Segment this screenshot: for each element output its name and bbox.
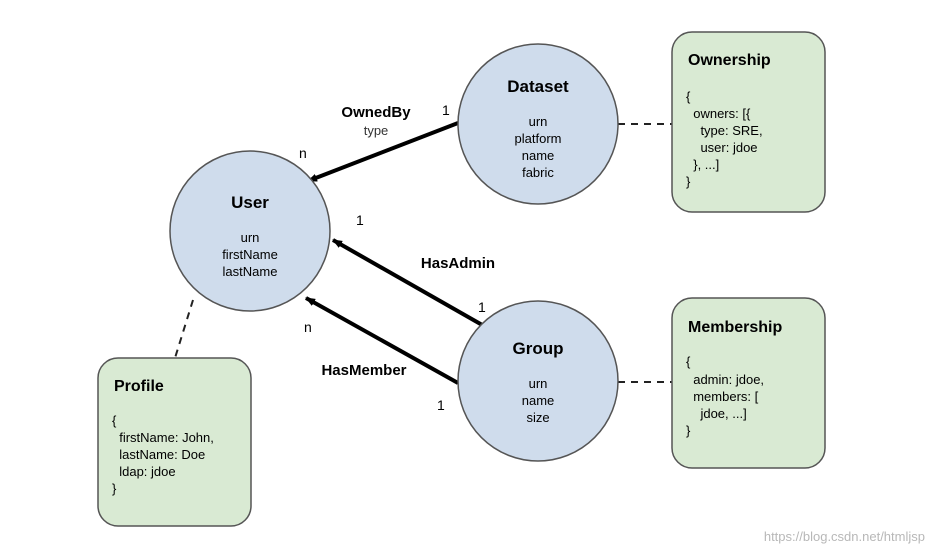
ownership-card[interactable]: Ownership { owners: [{ type: SRE, user: …	[671, 31, 826, 213]
membership-card-title: Membership	[688, 319, 782, 336]
user-attr: urn	[241, 230, 260, 245]
ownership-line: type: SRE,	[686, 123, 763, 138]
profile-card-title: Profile	[114, 378, 164, 395]
user-node[interactable]: User urn firstName lastName	[169, 150, 331, 312]
dataset-attr: fabric	[522, 165, 554, 180]
dataset-attr: name	[522, 148, 555, 163]
dataset-attr: platform	[515, 131, 562, 146]
has-member-target-mult: n	[304, 319, 312, 335]
group-node-title: Group	[513, 339, 564, 358]
has-member-source-mult: 1	[437, 397, 445, 413]
dataset-attr: urn	[529, 114, 548, 129]
profile-line: firstName: John,	[112, 430, 214, 445]
owned-by-target-mult: n	[299, 145, 307, 161]
group-attr: size	[526, 410, 549, 425]
group-node[interactable]: Group urn name size	[457, 300, 619, 462]
owned-by-sublabel: type	[364, 123, 389, 138]
membership-line: members: [	[686, 389, 759, 404]
user-node-title: User	[231, 193, 269, 212]
group-attr: name	[522, 393, 555, 408]
owned-by-source-mult: 1	[442, 102, 450, 118]
profile-line: ldap: jdoe	[112, 464, 176, 479]
membership-line: {	[686, 354, 691, 369]
has-admin-source-mult: 1	[478, 299, 486, 315]
user-profile-connector	[174, 299, 194, 359]
membership-line: admin: jdoe,	[686, 372, 764, 387]
has-member-edge	[305, 296, 459, 385]
ownership-line: owners: [{	[686, 106, 751, 121]
ownership-card-title: Ownership	[688, 52, 771, 69]
owned-by-label: OwnedBy	[341, 104, 411, 121]
ownership-line: }	[686, 174, 691, 189]
dataset-node[interactable]: Dataset urn platform name fabric	[457, 43, 619, 205]
watermark-text: https://blog.csdn.net/htmljsp	[763, 529, 925, 544]
has-admin-edge	[332, 238, 485, 328]
membership-line: }	[686, 423, 691, 438]
owned-by-edge	[307, 121, 459, 183]
has-admin-target-mult: 1	[356, 212, 364, 228]
profile-line: }	[112, 481, 117, 496]
has-member-label: HasMember	[321, 362, 406, 379]
membership-line: jdoe, ...]	[686, 406, 747, 421]
dataset-node-title: Dataset	[507, 77, 569, 96]
group-attr: urn	[529, 376, 548, 391]
ownership-line: user: jdoe	[686, 140, 758, 155]
profile-line: lastName: Doe	[112, 447, 205, 462]
ownership-line: {	[686, 89, 691, 104]
ownership-line: }, ...]	[686, 157, 719, 172]
user-attr: firstName	[222, 247, 278, 262]
user-attr: lastName	[223, 264, 278, 279]
profile-line: {	[112, 413, 117, 428]
has-admin-label: HasAdmin	[421, 255, 495, 272]
membership-card[interactable]: Membership { admin: jdoe, members: [ jdo…	[671, 297, 826, 469]
profile-card[interactable]: Profile { firstName: John, lastName: Doe…	[97, 357, 252, 527]
